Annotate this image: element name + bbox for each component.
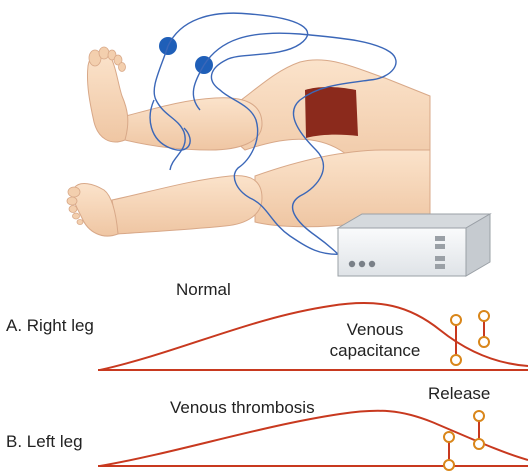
plethysmograph-device	[338, 214, 490, 276]
curve-right-leg	[98, 303, 528, 370]
electrodes	[159, 37, 213, 74]
left-shin	[112, 176, 262, 234]
label-venous-capacitance-1: Venous	[320, 320, 430, 339]
label-left-leg: B. Left leg	[6, 432, 83, 451]
label-venous-capacitance-2: capacitance	[320, 341, 430, 360]
label-venous-thrombosis: Venous thrombosis	[170, 398, 315, 417]
label-normal: Normal	[176, 280, 231, 299]
label-right-leg: A. Right leg	[6, 316, 94, 335]
occlusion-cuff	[305, 87, 358, 138]
label-release: Release	[428, 384, 490, 403]
curve-left-leg	[98, 411, 528, 470]
